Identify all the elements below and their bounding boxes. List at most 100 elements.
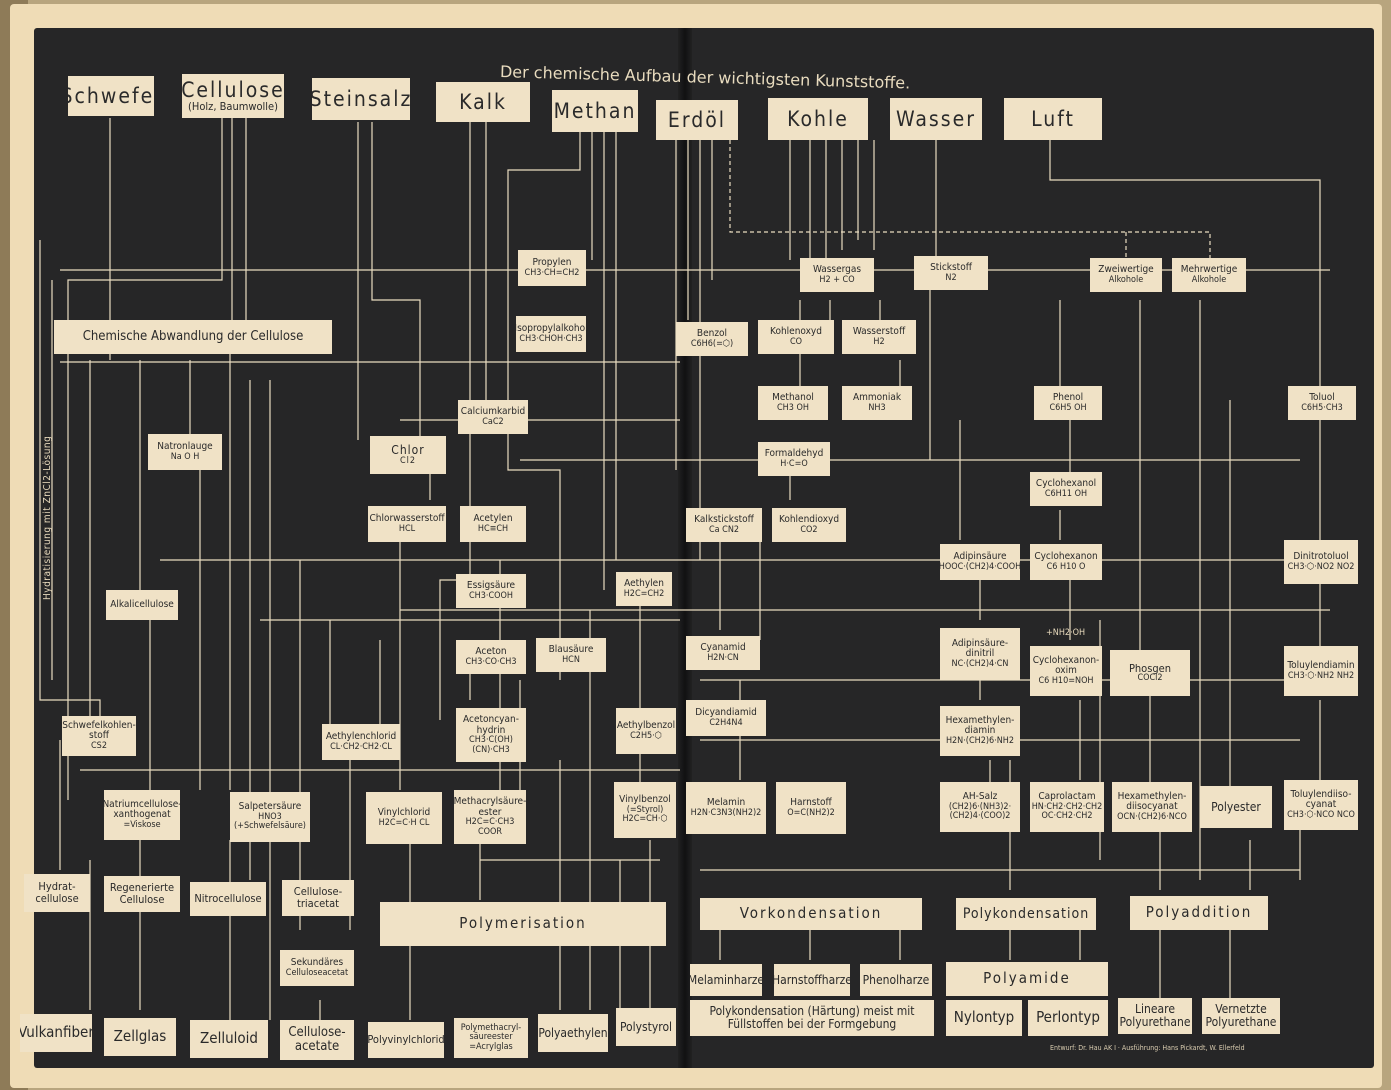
bar-polymerisation: Polymerisation (380, 902, 666, 946)
product-zellglas: Zellglas (104, 1018, 176, 1056)
line-luft (1049, 140, 1321, 390)
node-cellulosetriacetat: Cellulose-triacetat (282, 880, 354, 916)
node-abwandlung: Chemische Abwandlung der Cellulose (54, 320, 332, 354)
node-erdoel: Erdöl (656, 100, 738, 140)
line-left-1 (39, 240, 101, 720)
node-ahsalz: AH-Salz(CH2)6·(NH3)2·(CH2)4·(COO)2 (940, 782, 1020, 832)
product-vulkanfiber: Vulkanfiber (20, 1014, 92, 1052)
hydratisierung-label: Hydratisierung mit ZnCl2-Lösung (42, 435, 53, 600)
node-kalk: Kalk (436, 82, 530, 122)
line-center-2 (379, 460, 471, 790)
node-harnstoffharze: Harnstoffharze (774, 964, 850, 996)
product-celluloseacetat: Cellulose-acetate (280, 1020, 354, 1060)
bar-vorkondensation: Vorkondensation (700, 898, 922, 930)
node-alkalicellulose: Alkalicellulose (106, 590, 178, 620)
line-cellulose (67, 118, 247, 800)
line-dashed (729, 140, 1211, 260)
line-steinsalz (357, 122, 421, 440)
hydroxylamin-label: +NH2·OH (1046, 628, 1086, 638)
product-polymethacrylsaeureester: Polymethacryl-säureester=Acrylglas (454, 1018, 528, 1058)
node-schwefel: Schwefel (68, 76, 154, 116)
node-steinsalz: Steinsalz (312, 78, 410, 120)
node-kohle: Kohle (768, 98, 868, 140)
product-polystyrol: Polystyrol (616, 1008, 676, 1046)
product-polyvinylchlorid: Polyvinylchlorid (368, 1022, 444, 1058)
credit-line: Entwurf: Dr. Hau AK I · Ausführung: Hans… (1050, 1044, 1245, 1052)
node-vinylbenzol: Vinylbenzol(=Styrol)H2C=CH·⬡ (614, 782, 676, 838)
node-natriumcellulosexanthogenat: Natriumcellulose-xanthogenat=Viskose (104, 790, 180, 840)
line-kohle (789, 140, 875, 260)
line-left-low (59, 740, 411, 1020)
line-erdoel (675, 140, 713, 560)
line-methan (507, 132, 617, 680)
node-nitrocellulose: Nitrocellulose (190, 882, 266, 916)
bar-polykondensation: Polykondensation (956, 898, 1096, 930)
line-kalk (439, 122, 487, 720)
bar-polyaddition: Polyaddition (1130, 896, 1268, 930)
node-luft: Luft (1004, 98, 1102, 140)
node-wasser: Wasser (890, 98, 982, 140)
node-nylontyp: Nylontyp (946, 1000, 1022, 1036)
line-left-verticals (89, 340, 351, 1020)
product-zelluloid: Zelluloid (190, 1020, 268, 1058)
line-right-2 (1059, 300, 1321, 890)
node-phenolharze: Phenolharze (860, 964, 932, 996)
node-perlontyp: Perlontyp (1028, 1000, 1108, 1036)
node-hydratcellulose: Hydrat-cellulose (24, 874, 90, 912)
bar-polyamide: Polyamide (946, 962, 1108, 996)
product-polyaethylen: Polyaethylen (538, 1014, 608, 1052)
node-cellulose: Cellulose(Holz, Baumwolle) (182, 74, 284, 118)
